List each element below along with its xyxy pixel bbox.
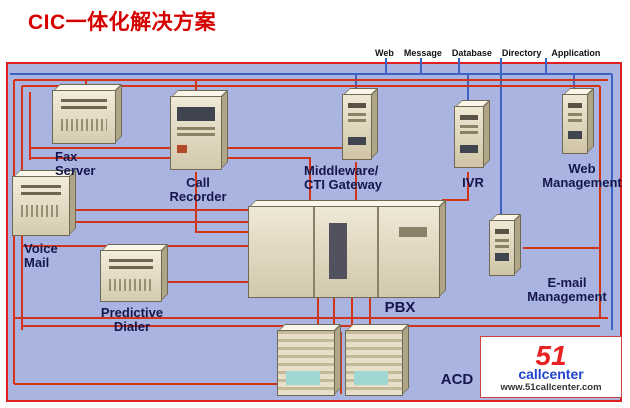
ivr-server-icon	[454, 106, 484, 168]
brand-logo: 51 callcenter www.51callcenter.com	[480, 336, 622, 398]
acd-rack-right-icon	[345, 330, 403, 396]
service-label-database: Database	[451, 48, 492, 58]
web-management-label: Web Management	[542, 161, 622, 191]
acd-rack-left-icon	[277, 330, 335, 396]
logo-url: www.51callcenter.com	[500, 381, 602, 393]
service-label-web: Web	[375, 48, 394, 58]
call-recorder-label: Call Recorder	[169, 175, 227, 205]
email-management-icon	[489, 220, 515, 276]
service-labels: Web Message Database Directory Applicati…	[375, 48, 600, 58]
service-label-directory: Directory	[501, 48, 542, 58]
logo-name: callcenter	[518, 365, 584, 382]
ivr-label: IVR	[462, 175, 484, 190]
logo-number: 51	[535, 339, 567, 371]
predictive-dialer-label: Predictive Dialer	[100, 305, 164, 335]
fax-server-icon	[52, 90, 116, 144]
voice-mail-label: Voice Mail	[24, 241, 58, 271]
call-recorder-icon	[170, 96, 222, 170]
pbx-cabinet-icon	[248, 206, 440, 298]
middleware-cti-gateway-label: Middleware/ CTI Gateway	[304, 163, 383, 193]
service-label-message: Message	[403, 48, 442, 58]
acd-label: ACD	[440, 371, 474, 388]
pbx-label: PBX	[384, 299, 416, 316]
predictive-dialer-icon	[100, 250, 162, 302]
email-management-label: E-mail Management	[527, 275, 607, 305]
service-label-application: Application	[551, 48, 601, 58]
fax-server-label: Fax Server	[55, 149, 96, 179]
page-title: CIC一体化解决方案	[28, 11, 217, 34]
voice-mail-icon	[12, 176, 70, 236]
web-management-icon	[562, 94, 588, 154]
middleware-cti-gateway-icon	[342, 94, 372, 160]
